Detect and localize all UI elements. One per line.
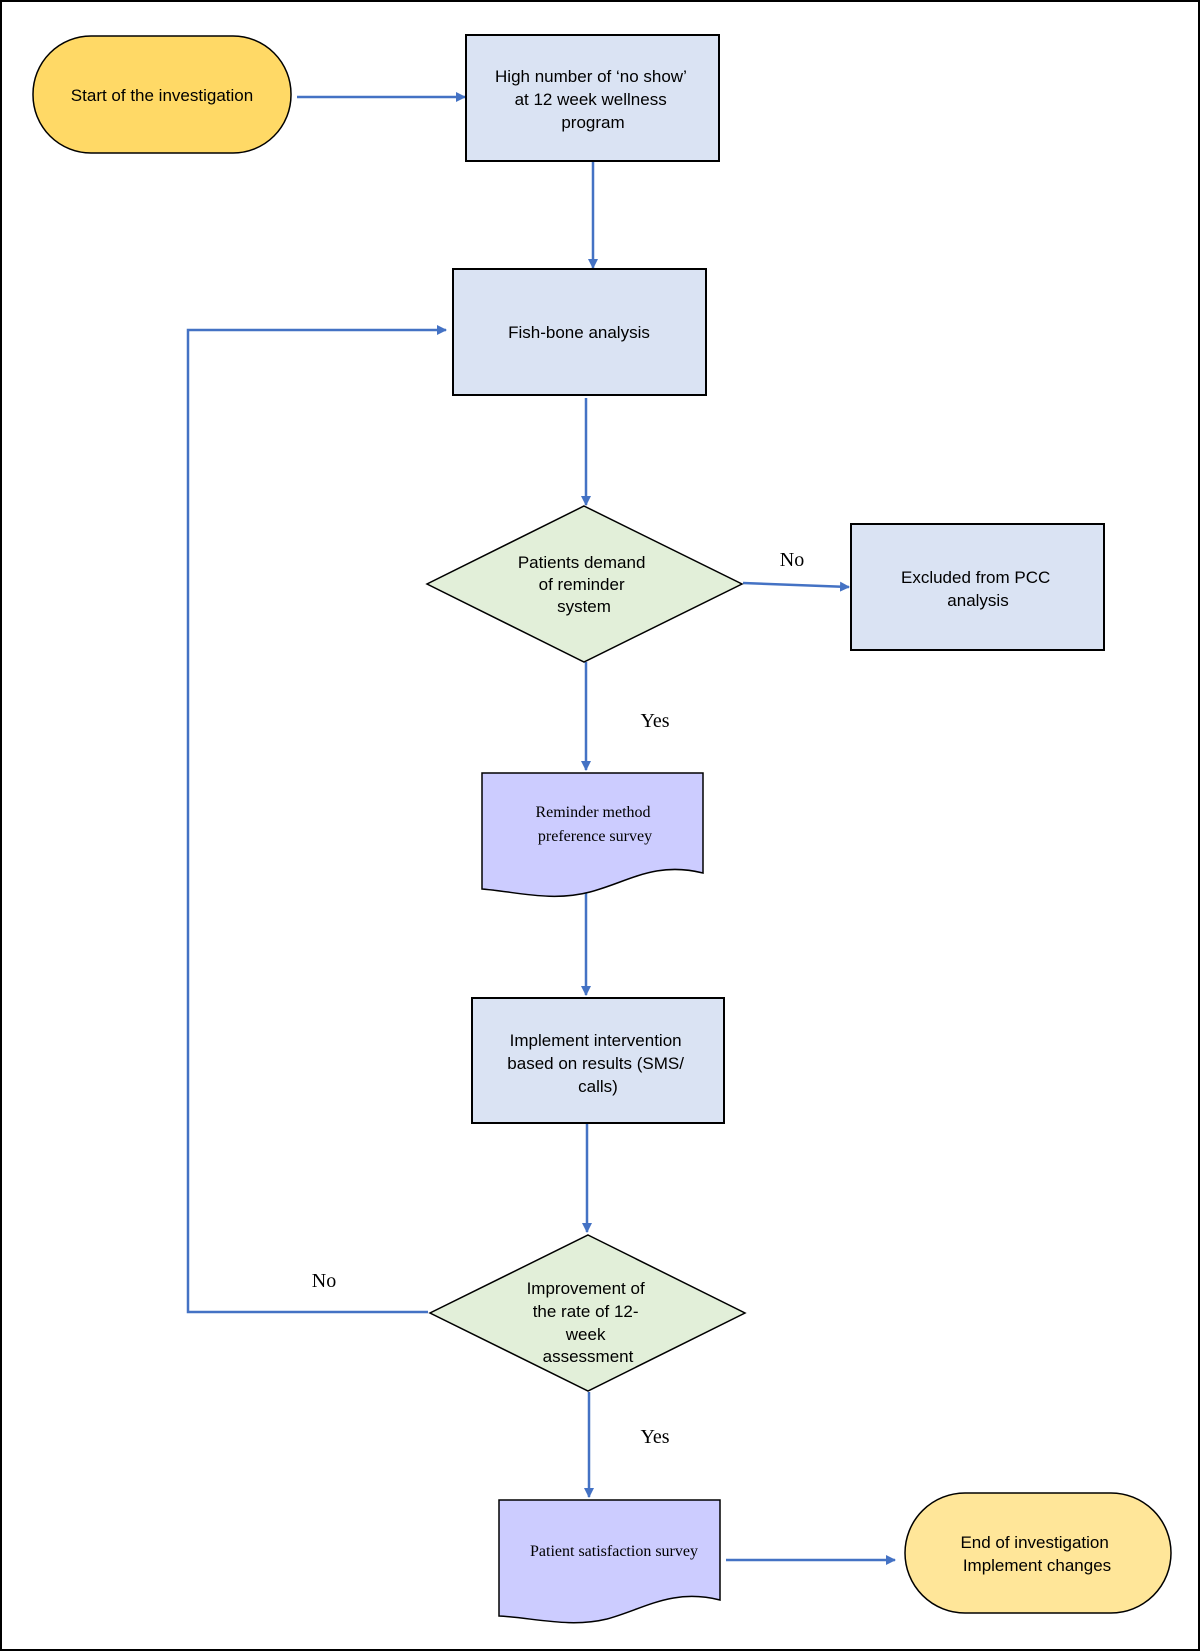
satisfaction-survey-node: Patient satisfaction survey [498,1499,721,1624]
excluded-label: Excluded from PCC analysis [901,568,1055,610]
reminder-survey-label: Reminder method preference survey [535,804,654,845]
implement-shape [471,997,725,1124]
improvement-label-line-3: week [565,1325,606,1344]
demand-decision-shape [425,505,744,663]
implement-label-line-3: calls) [578,1077,618,1096]
implement-label-line-1: Implement intervention [510,1031,682,1050]
label-improvement-no: No [312,1270,336,1292]
improvement-decision-shape [428,1234,747,1392]
implement-label: Implement intervention based on results … [507,1031,688,1096]
excluded-shape [850,523,1105,651]
end-label-line-1: End of investigation [960,1533,1108,1552]
end-label-line-2: Implement changes [963,1556,1111,1575]
edge-demand-to-excluded [742,581,850,592]
start-node: Start of the investigation [32,35,292,154]
end-node: End of investigation Implement changes [904,1492,1172,1614]
edge-improvement-loop-to-fishbone [186,325,447,1314]
excluded-node: Excluded from PCC analysis [850,523,1105,651]
demand-label-line-2: of reminder [539,575,625,594]
fishbone-shape [452,268,707,396]
improvement-label-line-2: the rate of 12- [533,1302,639,1321]
end-label: End of investigation Implement changes [960,1533,1113,1575]
demand-label: Patients demand of reminder system [518,553,650,616]
fishbone-label: Fish-bone analysis [508,323,650,342]
no-show-node: High number of ‘no show’ at 12 week well… [465,34,720,162]
reminder-survey-label-line-2: preference survey [538,828,652,845]
label-improvement-yes: Yes [640,1426,669,1448]
start-label-line: Start of the investigation [71,86,253,105]
label-demand-yes: Yes [640,710,669,732]
start-label: Start of the investigation [71,86,253,105]
no-show-label-line-2: at 12 week wellness [515,90,667,109]
no-show-shape [465,34,720,162]
improvement-label-line-4: assessment [543,1347,634,1366]
improvement-label: Improvement of the rate of 12- week asse… [527,1279,650,1366]
demand-decision-node: Patients demand of reminder system [425,505,744,663]
no-show-label-line-3: program [561,113,624,132]
reminder-survey-shape [481,772,704,898]
reminder-survey-node: Reminder method preference survey [481,772,704,898]
connectors [186,92,896,1565]
implement-label-line-2: based on results (SMS/ [507,1054,684,1073]
demand-label-line-1: Patients demand [518,553,646,572]
no-show-label-line-1: High number of ‘no show’ [495,67,686,86]
improvement-decision-node: Improvement of the rate of 12- week asse… [428,1234,747,1392]
demand-label-line-3: system [557,597,611,616]
start-shape [32,35,292,154]
satisfaction-survey-label: Patient satisfaction survey [530,1543,698,1560]
fishbone-node: Fish-bone analysis [452,268,707,396]
excluded-label-line-1: Excluded from PCC [901,568,1050,587]
reminder-survey-label-line-1: Reminder method [535,804,650,821]
implement-node: Implement intervention based on results … [471,997,725,1124]
fishbone-label-line: Fish-bone analysis [508,323,650,342]
label-demand-no: No [780,549,804,571]
end-shape [904,1492,1172,1614]
no-show-label: High number of ‘no show’ at 12 week well… [495,67,691,132]
satisfaction-survey-label-line: Patient satisfaction survey [530,1543,698,1560]
excluded-label-line-2: analysis [947,591,1008,610]
improvement-label-line-1: Improvement of [527,1279,645,1298]
satisfaction-survey-shape [498,1499,721,1624]
